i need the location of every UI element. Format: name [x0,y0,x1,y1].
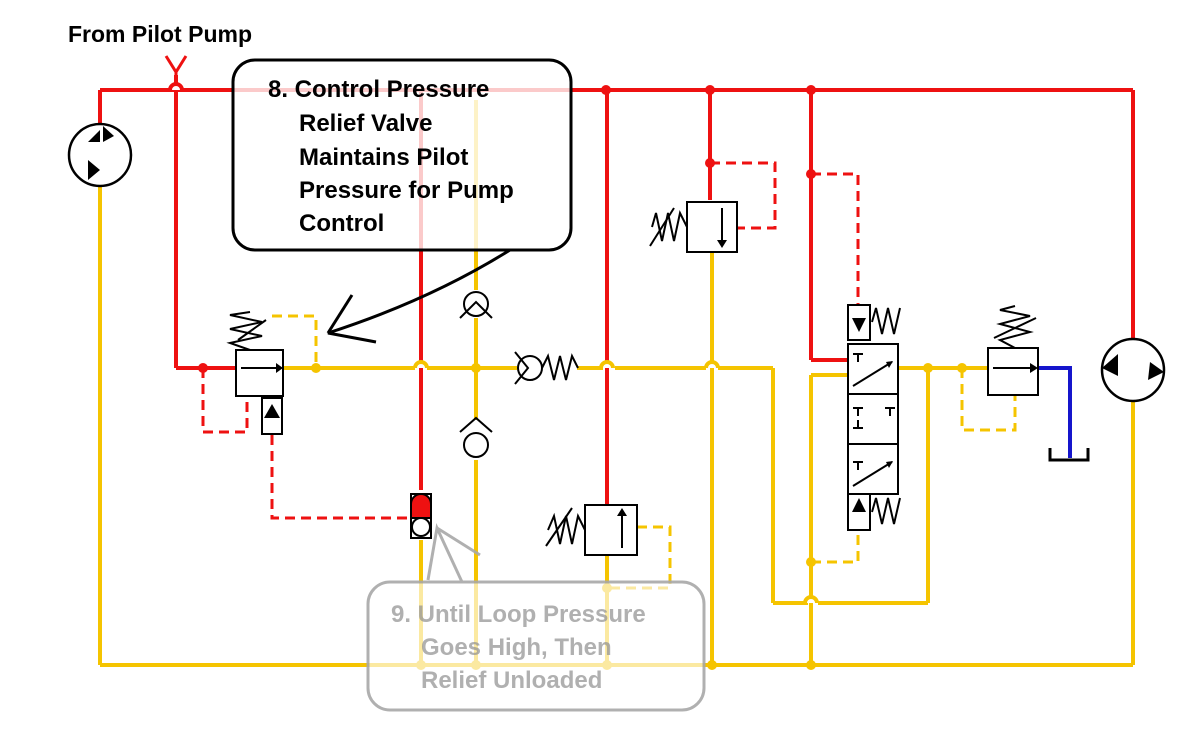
callout-faded-line-2: Goes High, Then [421,634,612,661]
callout-main-line-4: Pressure for Pump [299,177,514,204]
callout-faded-line-3: Relief Unloaded [421,667,602,694]
check-valve-upper [459,291,493,319]
pilot-dashed-lines [201,161,860,520]
relief-valve-upper [649,201,738,253]
charge-pilot-dashed-lines [272,314,1017,590]
spring-check-valve [514,351,579,385]
tank-line [1038,366,1072,458]
callout-faded-line-1: 9. Until Loop Pressure [391,601,646,628]
relief-valve-lower [545,504,638,556]
source-label: From Pilot Pump [68,21,252,47]
unloading-shuttle-valve [410,493,432,539]
callout-unloading-faded: 9. Until Loop Pressure Goes High, Then R… [366,523,706,712]
check-valve-lower [459,416,493,458]
callout-main-line-3: Maintains Pilot [299,144,468,171]
pilot-pump-symbol [67,122,133,188]
tank-symbol [1048,448,1090,462]
callout-main-line-1: 8. Control Pressure [268,76,489,103]
relief-valve-right [987,305,1039,396]
line-crossing-hops [168,82,819,604]
control-pressure-relief-valve [226,311,284,435]
callout-main-line-5: Control [299,210,384,237]
main-pump-symbol [1100,337,1166,403]
callout-control-pressure-relief: 8. Control Pressure Relief Valve Maintai… [231,58,573,344]
directional-control-valve [847,304,901,531]
callout-main-line-2: Relief Valve [299,110,432,137]
pilot-source-symbol [164,55,188,78]
